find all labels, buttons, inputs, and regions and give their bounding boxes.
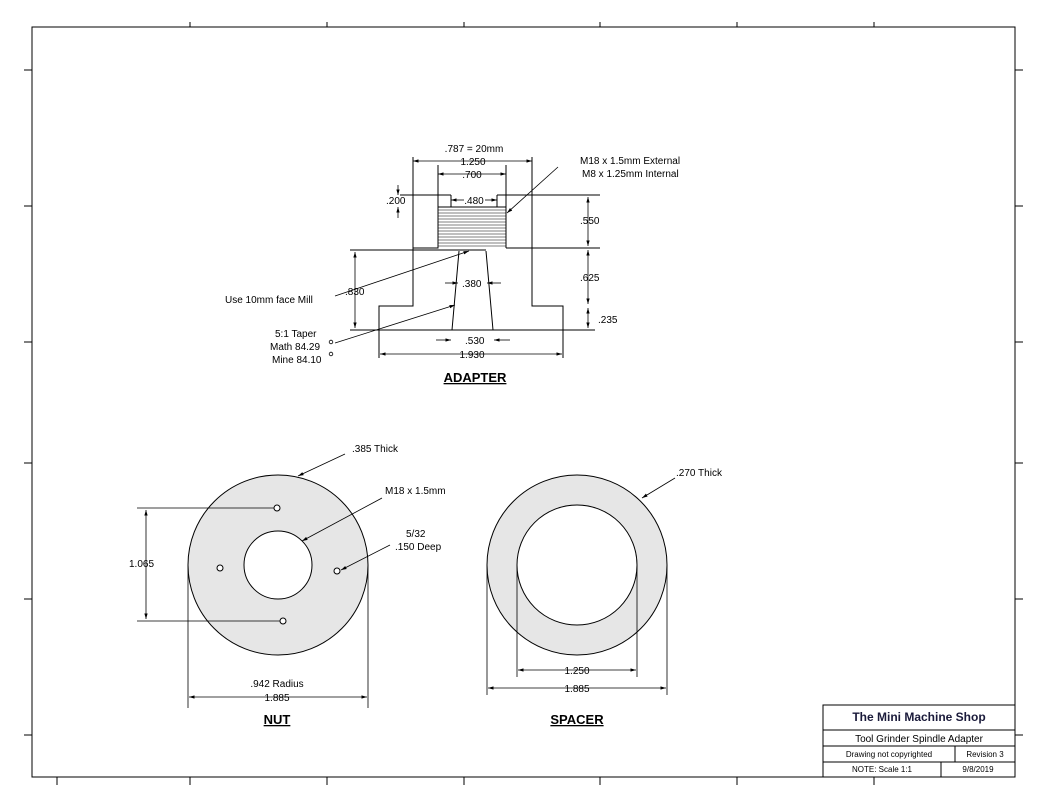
nut-hole-size: 5/32	[406, 529, 426, 540]
revision: Revision 3	[966, 750, 1004, 759]
spacer-thickness: .270 Thick	[676, 468, 723, 479]
dim-235: .235	[598, 315, 618, 326]
dim-480: .480	[464, 196, 484, 207]
thread-note-external: M18 x 1.5mm External	[580, 156, 680, 167]
dim-530: .530	[465, 336, 485, 347]
dim-550: .550	[580, 216, 600, 227]
dim-200: .200	[386, 196, 406, 207]
adapter-view: .787 = 20mm 1.250 .700 .480 .200 .550 .6…	[225, 144, 680, 385]
scale-note: NOTE: Scale 1:1	[852, 765, 913, 774]
nut-dim-1885: 1.885	[264, 693, 289, 704]
nut-thickness: .385 Thick	[352, 444, 399, 455]
spacer-bore	[516, 504, 638, 626]
dim-830: .830	[345, 287, 365, 298]
mill-note: Use 10mm face Mill	[225, 295, 313, 306]
spacer-title: SPACER	[550, 712, 604, 727]
spacer-dim-1885: 1.885	[564, 684, 589, 695]
nut-bore	[243, 530, 313, 600]
dim-700: .700	[462, 170, 482, 181]
taper-math: Math 84.29	[270, 342, 320, 353]
dim-380: .380	[462, 279, 482, 290]
copyright-note: Drawing not copyrighted	[846, 750, 932, 759]
dim-1930: 1.930	[459, 350, 484, 361]
drawing-date: 9/8/2019	[962, 765, 994, 774]
taper-note: 5:1 Taper	[275, 329, 317, 340]
nut-view: .385 Thick M18 x 1.5mm 5/32 .150 Deep 1.…	[129, 444, 446, 727]
spacer-view: .270 Thick 1.250 1.885 SPACER	[486, 468, 723, 727]
adapter-outline	[350, 157, 600, 358]
nut-thread: M18 x 1.5mm	[385, 486, 446, 497]
sheet-border	[24, 22, 1023, 785]
title-block: The Mini Machine Shop Tool Grinder Spind…	[822, 704, 1016, 778]
nut-hole-depth: .150 Deep	[395, 542, 442, 553]
nut-hole	[333, 567, 341, 575]
nut-hole	[273, 504, 281, 512]
nut-hole	[216, 564, 224, 572]
spacer-dim-1250: 1.250	[564, 666, 589, 677]
company-name: The Mini Machine Shop	[852, 710, 985, 724]
thread-note-internal: M8 x 1.25mm Internal	[582, 169, 679, 180]
adapter-title: ADAPTER	[444, 370, 507, 385]
dim-787: .787 = 20mm	[445, 144, 504, 155]
taper-mine: Mine 84.10	[272, 355, 322, 366]
nut-title: NUT	[264, 712, 291, 727]
drawing-title: Tool Grinder Spindle Adapter	[855, 734, 984, 745]
dim-1065: 1.065	[129, 559, 154, 570]
dim-625: .625	[580, 273, 600, 284]
dim-1250: 1.250	[460, 157, 485, 168]
nut-radius: .942 Radius	[250, 679, 303, 690]
nut-hole	[279, 617, 287, 625]
thread-hatching	[438, 209, 506, 247]
